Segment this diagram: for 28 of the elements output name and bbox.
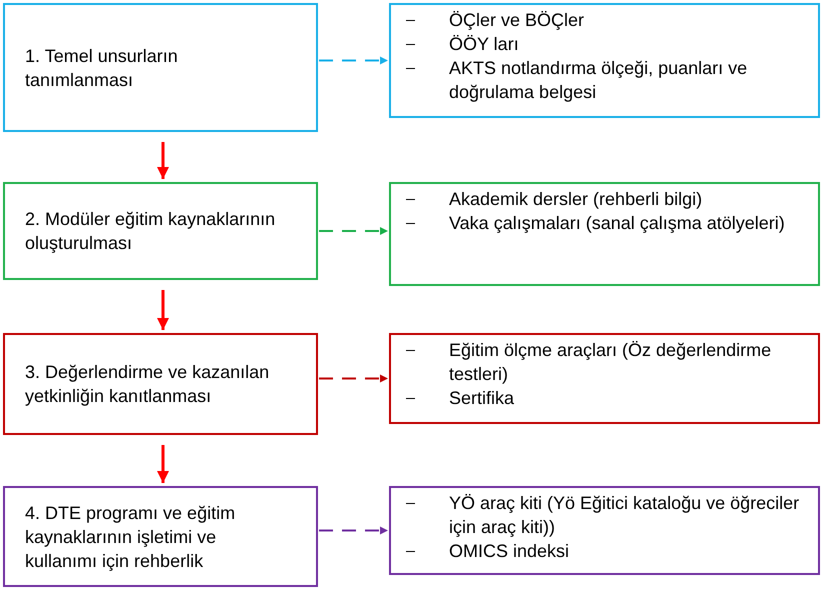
list-item: OMICS indeksi xyxy=(449,540,570,563)
list-item: AKTS notlandırma ölçeği, puanları ve doğrulama belgesi xyxy=(449,57,748,104)
step-text: 4. DTE programı ve eğitim kaynaklarının işletimi ve kullanımı için rehberlik xyxy=(25,502,236,572)
step-text: 3. Değerlendirme ve kazanılan yetkinliğin kanıtlanması xyxy=(25,361,270,408)
step-box xyxy=(3,3,318,132)
list-item: YÖ araç kiti (Yö Eğitici kataloğu ve öğreciler için araç kiti)) xyxy=(449,492,800,539)
arrow xyxy=(319,374,388,382)
step-box xyxy=(3,182,318,280)
arrow xyxy=(157,142,169,179)
list-item: Eğitim ölçme araçları (Öz değerlendirme testleri) xyxy=(449,339,772,386)
list-item: Vaka çalışmaları (sanal çalışma atölyeleri) xyxy=(449,212,785,235)
arrow xyxy=(319,526,388,534)
list-item: ÖÖY ları xyxy=(449,33,519,56)
list-item: Akademik dersler (rehberli bilgi) xyxy=(449,188,702,211)
list-item: Sertifika xyxy=(449,387,514,410)
list-item: ÖÇler ve BÖÇler xyxy=(449,9,584,32)
step-text: 2. Modüler eğitim kaynaklarının oluşturulması xyxy=(25,208,276,255)
step-box xyxy=(3,486,318,587)
arrow xyxy=(157,290,169,330)
arrow xyxy=(157,445,169,483)
detail-box xyxy=(389,182,820,286)
step-box xyxy=(3,333,318,435)
arrow xyxy=(319,227,388,235)
arrow xyxy=(319,56,388,64)
step-text: 1. Temel unsurların tanımlanması xyxy=(25,44,179,92)
detail-box xyxy=(389,3,820,118)
detail-box xyxy=(389,333,820,424)
detail-box xyxy=(389,486,820,575)
